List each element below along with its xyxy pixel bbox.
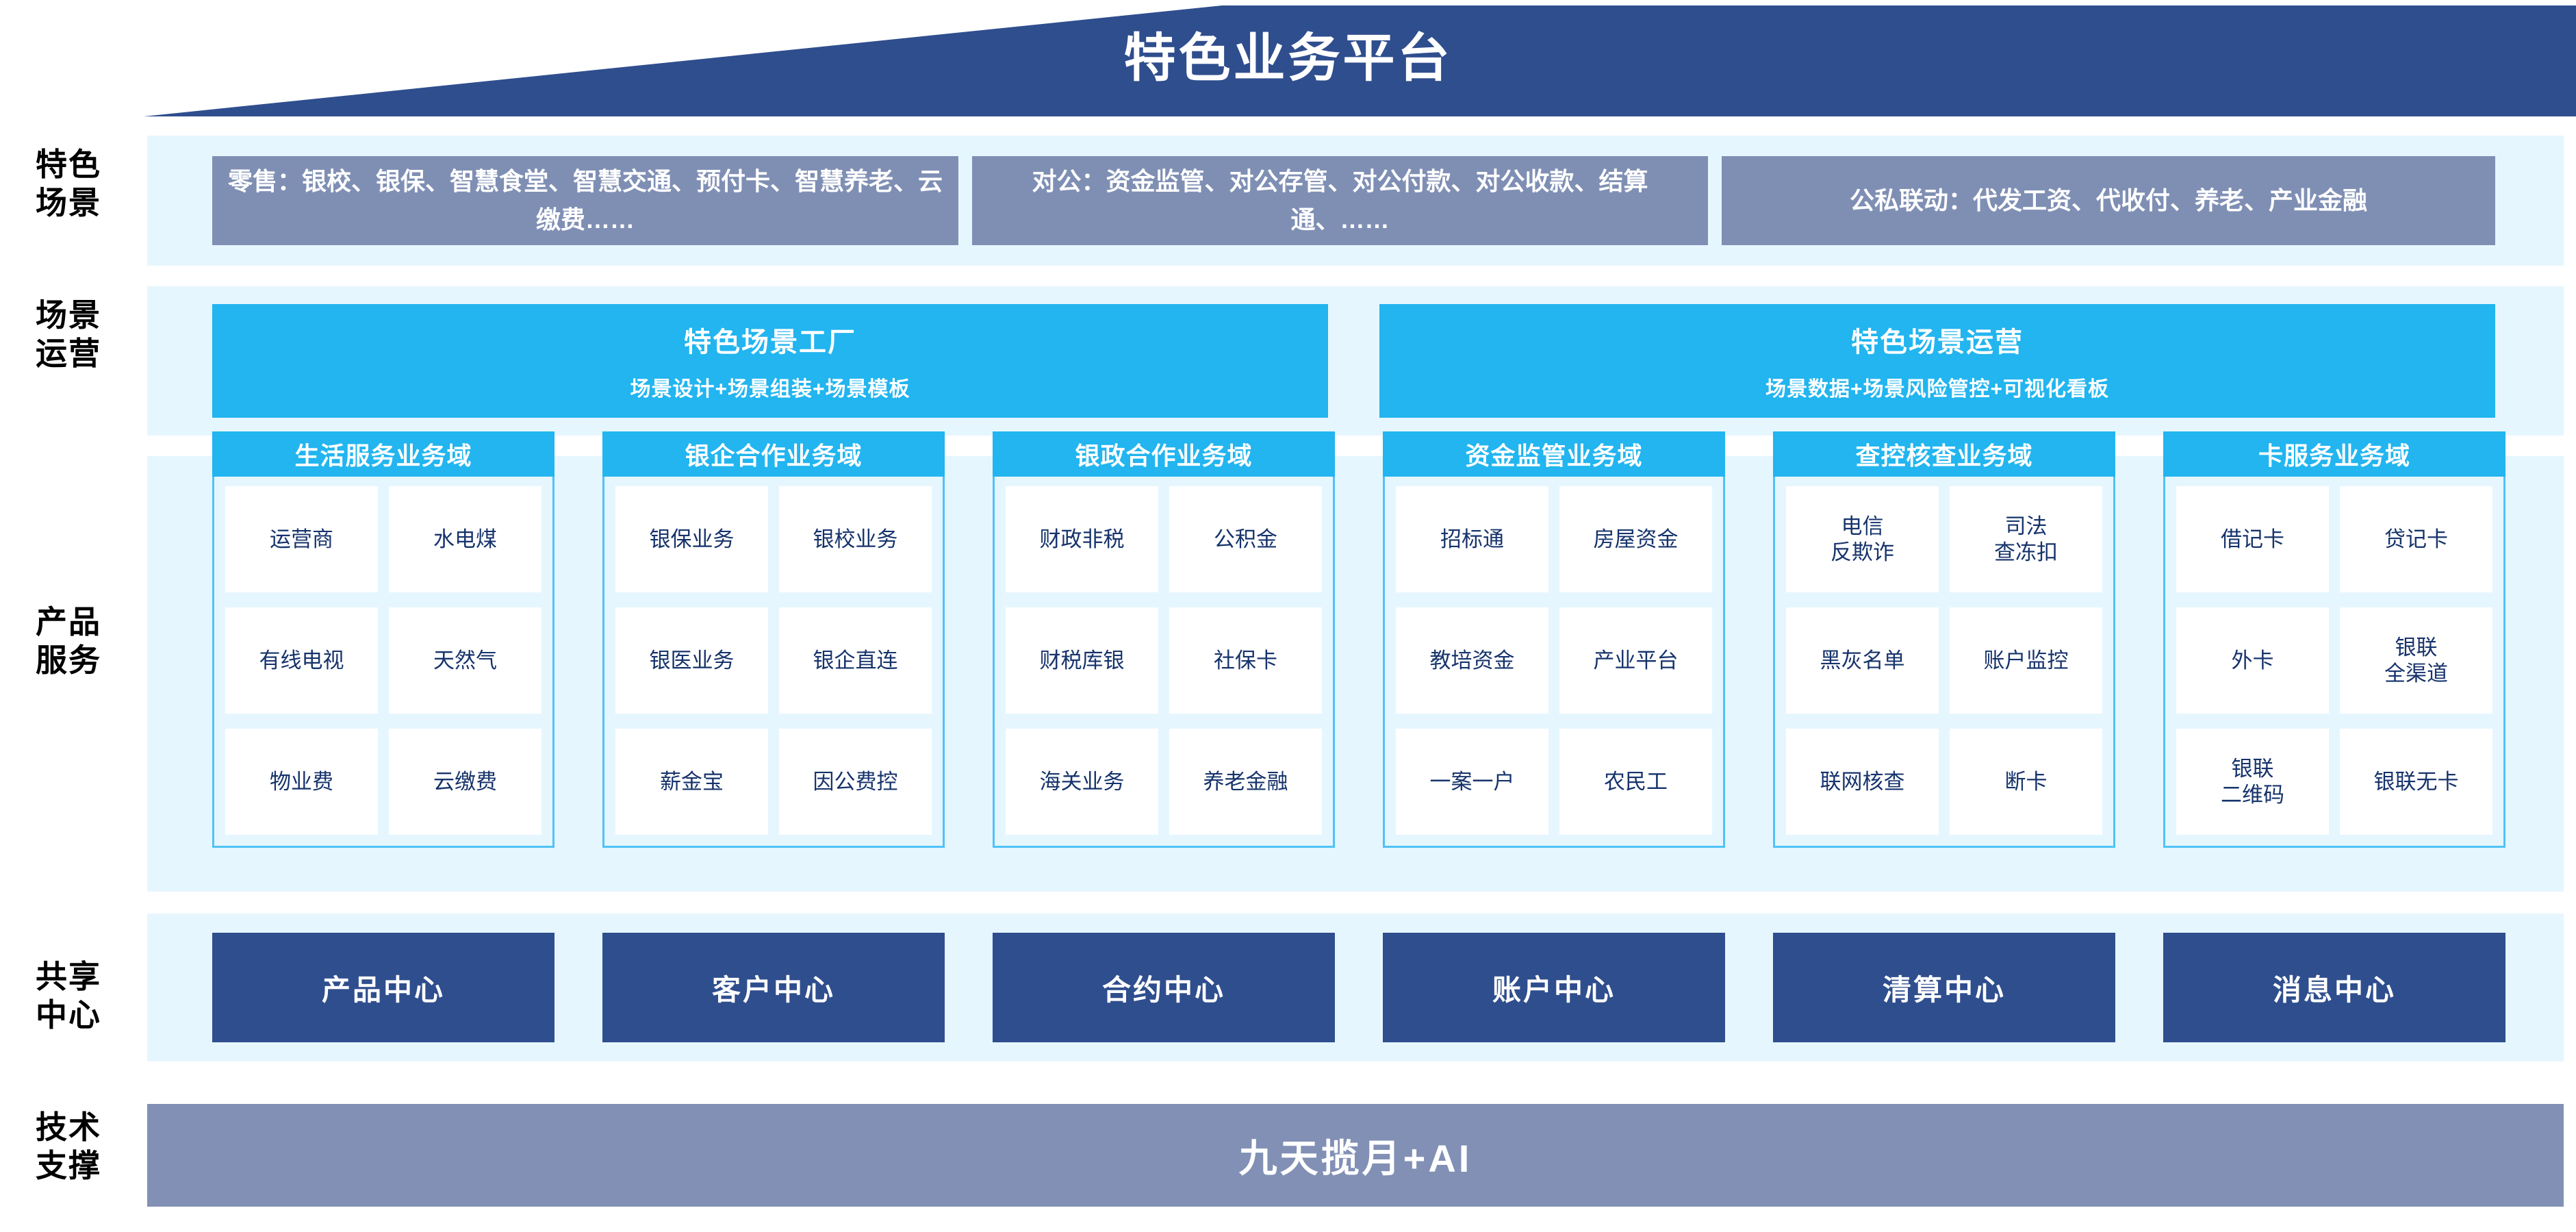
domain-items-bank-government: 财政非税公积金财税库银社保卡海关业务养老金融	[1006, 486, 1322, 835]
operation-row-panel: 特色场景工厂 场景设计+场景组装+场景模板 特色场景运营 场景数据+场景风险管控…	[147, 286, 2564, 436]
domain-column-life-service[interactable]: 生活服务业务域运营商水电煤有线电视天然气物业费云缴费	[212, 431, 554, 848]
row-label-product-service-line2: 服务	[36, 642, 101, 678]
domain-item[interactable]: 借记卡	[2176, 486, 2329, 592]
domain-item[interactable]: 银联 全渠道	[2340, 607, 2492, 714]
row-label-product-service-line1: 产品	[36, 604, 101, 640]
domain-item[interactable]: 云缴费	[389, 729, 541, 835]
domain-item[interactable]: 运营商	[225, 486, 378, 592]
shared-center-panel: 产品中心 客户中心 合约中心 账户中心 清算中心 消息中心	[147, 914, 2564, 1061]
domain-item[interactable]: 财税库银	[1006, 607, 1158, 714]
row-label-shared-center-line2: 中心	[36, 997, 101, 1033]
shared-center-clearing-center[interactable]: 清算中心	[1773, 933, 2115, 1042]
operation-box-scene-operation-subtitle: 场景数据+场景风险管控+可视化看板	[1765, 378, 2110, 401]
row-label-scenario-line1: 特色	[36, 147, 101, 182]
domain-column-investigation-control[interactable]: 查控核查业务域电信 反欺诈司法 查冻扣黑灰名单账户监控联网核查断卡	[1773, 431, 2115, 848]
row-label-shared-center-line1: 共享	[36, 959, 101, 994]
tech-support-bar[interactable]: 九天揽月+AI	[147, 1104, 2564, 1207]
domain-column-bank-enterprise[interactable]: 银企合作业务域银保业务银校业务银医业务银企直连薪金宝因公费控	[602, 431, 945, 848]
row-label-tech-support-line1: 技术	[36, 1109, 101, 1145]
operation-box-scene-factory[interactable]: 特色场景工厂 场景设计+场景组装+场景模板	[212, 304, 1328, 418]
scenario-box-public-private[interactable]: 公私联动：代发工资、代收付、养老、产业金融	[1722, 156, 2495, 245]
row-label-scenario-line2: 场景	[36, 185, 101, 221]
domain-item[interactable]: 电信 反欺诈	[1786, 486, 1939, 592]
domain-item[interactable]: 断卡	[1950, 729, 2102, 835]
domain-item[interactable]: 养老金融	[1169, 729, 1322, 835]
domain-item[interactable]: 物业费	[225, 729, 378, 835]
domain-title-investigation-control: 查控核查业务域	[1773, 431, 2115, 477]
domain-items-investigation-control: 电信 反欺诈司法 查冻扣黑灰名单账户监控联网核查断卡	[1786, 486, 2102, 835]
row-label-scene-operation: 场景 运营	[0, 296, 137, 373]
domain-item[interactable]: 一案一户	[1396, 729, 1548, 835]
domain-items-bank-enterprise: 银保业务银校业务银医业务银企直连薪金宝因公费控	[615, 486, 932, 835]
domain-item[interactable]: 社保卡	[1169, 607, 1322, 714]
domain-item[interactable]: 薪金宝	[615, 729, 768, 835]
operation-box-scene-operation-title: 特色场景运营	[1851, 327, 2024, 357]
scenario-box-retail[interactable]: 零售：银校、银保、智慧食堂、智慧交通、预付卡、智慧养老、云缴费……	[212, 156, 958, 245]
row-label-scenario: 特色 场景	[0, 145, 137, 222]
domain-item[interactable]: 账户监控	[1950, 607, 2102, 714]
shared-center-product-center[interactable]: 产品中心	[212, 933, 554, 1042]
domain-item[interactable]: 有线电视	[225, 607, 378, 714]
domain-item[interactable]: 银保业务	[615, 486, 768, 592]
domain-column-bank-government[interactable]: 银政合作业务域财政非税公积金财税库银社保卡海关业务养老金融	[993, 431, 1335, 848]
operation-box-scene-factory-subtitle: 场景设计+场景组装+场景模板	[630, 378, 910, 401]
domain-item[interactable]: 银联 二维码	[2176, 729, 2329, 835]
domain-column-card-service[interactable]: 卡服务业务域借记卡贷记卡外卡银联 全渠道银联 二维码银联无卡	[2163, 431, 2505, 848]
domain-title-bank-enterprise: 银企合作业务域	[602, 431, 945, 477]
scenario-row-panel: 零售：银校、银保、智慧食堂、智慧交通、预付卡、智慧养老、云缴费…… 对公：资金监…	[147, 136, 2564, 266]
shared-center-message-center[interactable]: 消息中心	[2163, 933, 2505, 1042]
domain-item[interactable]: 海关业务	[1006, 729, 1158, 835]
operation-box-scene-operation[interactable]: 特色场景运营 场景数据+场景风险管控+可视化看板	[1379, 304, 2495, 418]
domain-item[interactable]: 司法 查冻扣	[1950, 486, 2102, 592]
domain-item[interactable]: 联网核查	[1786, 729, 1939, 835]
platform-roof-banner: 特色业务平台	[0, 0, 2576, 137]
row-label-tech-support: 技术 支撑	[0, 1108, 137, 1185]
domain-item[interactable]: 银联无卡	[2340, 729, 2492, 835]
page-title: 特色业务平台	[1123, 29, 1453, 88]
row-label-product-service: 产品 服务	[0, 603, 137, 679]
operation-box-scene-factory-title: 特色场景工厂	[684, 327, 856, 357]
domain-items-fund-supervision: 招标通房屋资金教培资金产业平台一案一户农民工	[1396, 486, 1712, 835]
domain-item[interactable]: 财政非税	[1006, 486, 1158, 592]
shared-center-customer-center[interactable]: 客户中心	[602, 933, 945, 1042]
domain-title-fund-supervision: 资金监管业务域	[1383, 431, 1725, 477]
domain-column-fund-supervision[interactable]: 资金监管业务域招标通房屋资金教培资金产业平台一案一户农民工	[1383, 431, 1725, 848]
shared-center-contract-center[interactable]: 合约中心	[993, 933, 1335, 1042]
domain-item[interactable]: 水电煤	[389, 486, 541, 592]
domain-title-card-service: 卡服务业务域	[2163, 431, 2505, 477]
domain-item[interactable]: 银医业务	[615, 607, 768, 714]
domain-item[interactable]: 教培资金	[1396, 607, 1548, 714]
domain-item[interactable]: 黑灰名单	[1786, 607, 1939, 714]
domain-items-life-service: 运营商水电煤有线电视天然气物业费云缴费	[225, 486, 541, 835]
row-label-scene-operation-line2: 运营	[36, 336, 101, 371]
domain-item[interactable]: 房屋资金	[1559, 486, 1712, 592]
domain-item[interactable]: 产业平台	[1559, 607, 1712, 714]
domain-item[interactable]: 银企直连	[779, 607, 932, 714]
roof-shape	[144, 5, 2576, 116]
domain-item[interactable]: 公积金	[1169, 486, 1322, 592]
domain-items-card-service: 借记卡贷记卡外卡银联 全渠道银联 二维码银联无卡	[2176, 486, 2492, 835]
domain-item[interactable]: 农民工	[1559, 729, 1712, 835]
domain-item[interactable]: 外卡	[2176, 607, 2329, 714]
scenario-box-corporate[interactable]: 对公：资金监管、对公存管、对公付款、对公收款、结算通、……	[972, 156, 1708, 245]
domain-item[interactable]: 招标通	[1396, 486, 1548, 592]
domain-item[interactable]: 银校业务	[779, 486, 932, 592]
row-label-shared-center: 共享 中心	[0, 957, 137, 1034]
row-label-scene-operation-line1: 场景	[36, 297, 101, 333]
domain-title-life-service: 生活服务业务域	[212, 431, 554, 477]
domain-item[interactable]: 因公费控	[779, 729, 932, 835]
row-label-tech-support-line2: 支撑	[36, 1148, 101, 1183]
domain-item[interactable]: 贷记卡	[2340, 486, 2492, 592]
domain-title-bank-government: 银政合作业务域	[993, 431, 1335, 477]
domain-item[interactable]: 天然气	[389, 607, 541, 714]
shared-center-account-center[interactable]: 账户中心	[1383, 933, 1725, 1042]
